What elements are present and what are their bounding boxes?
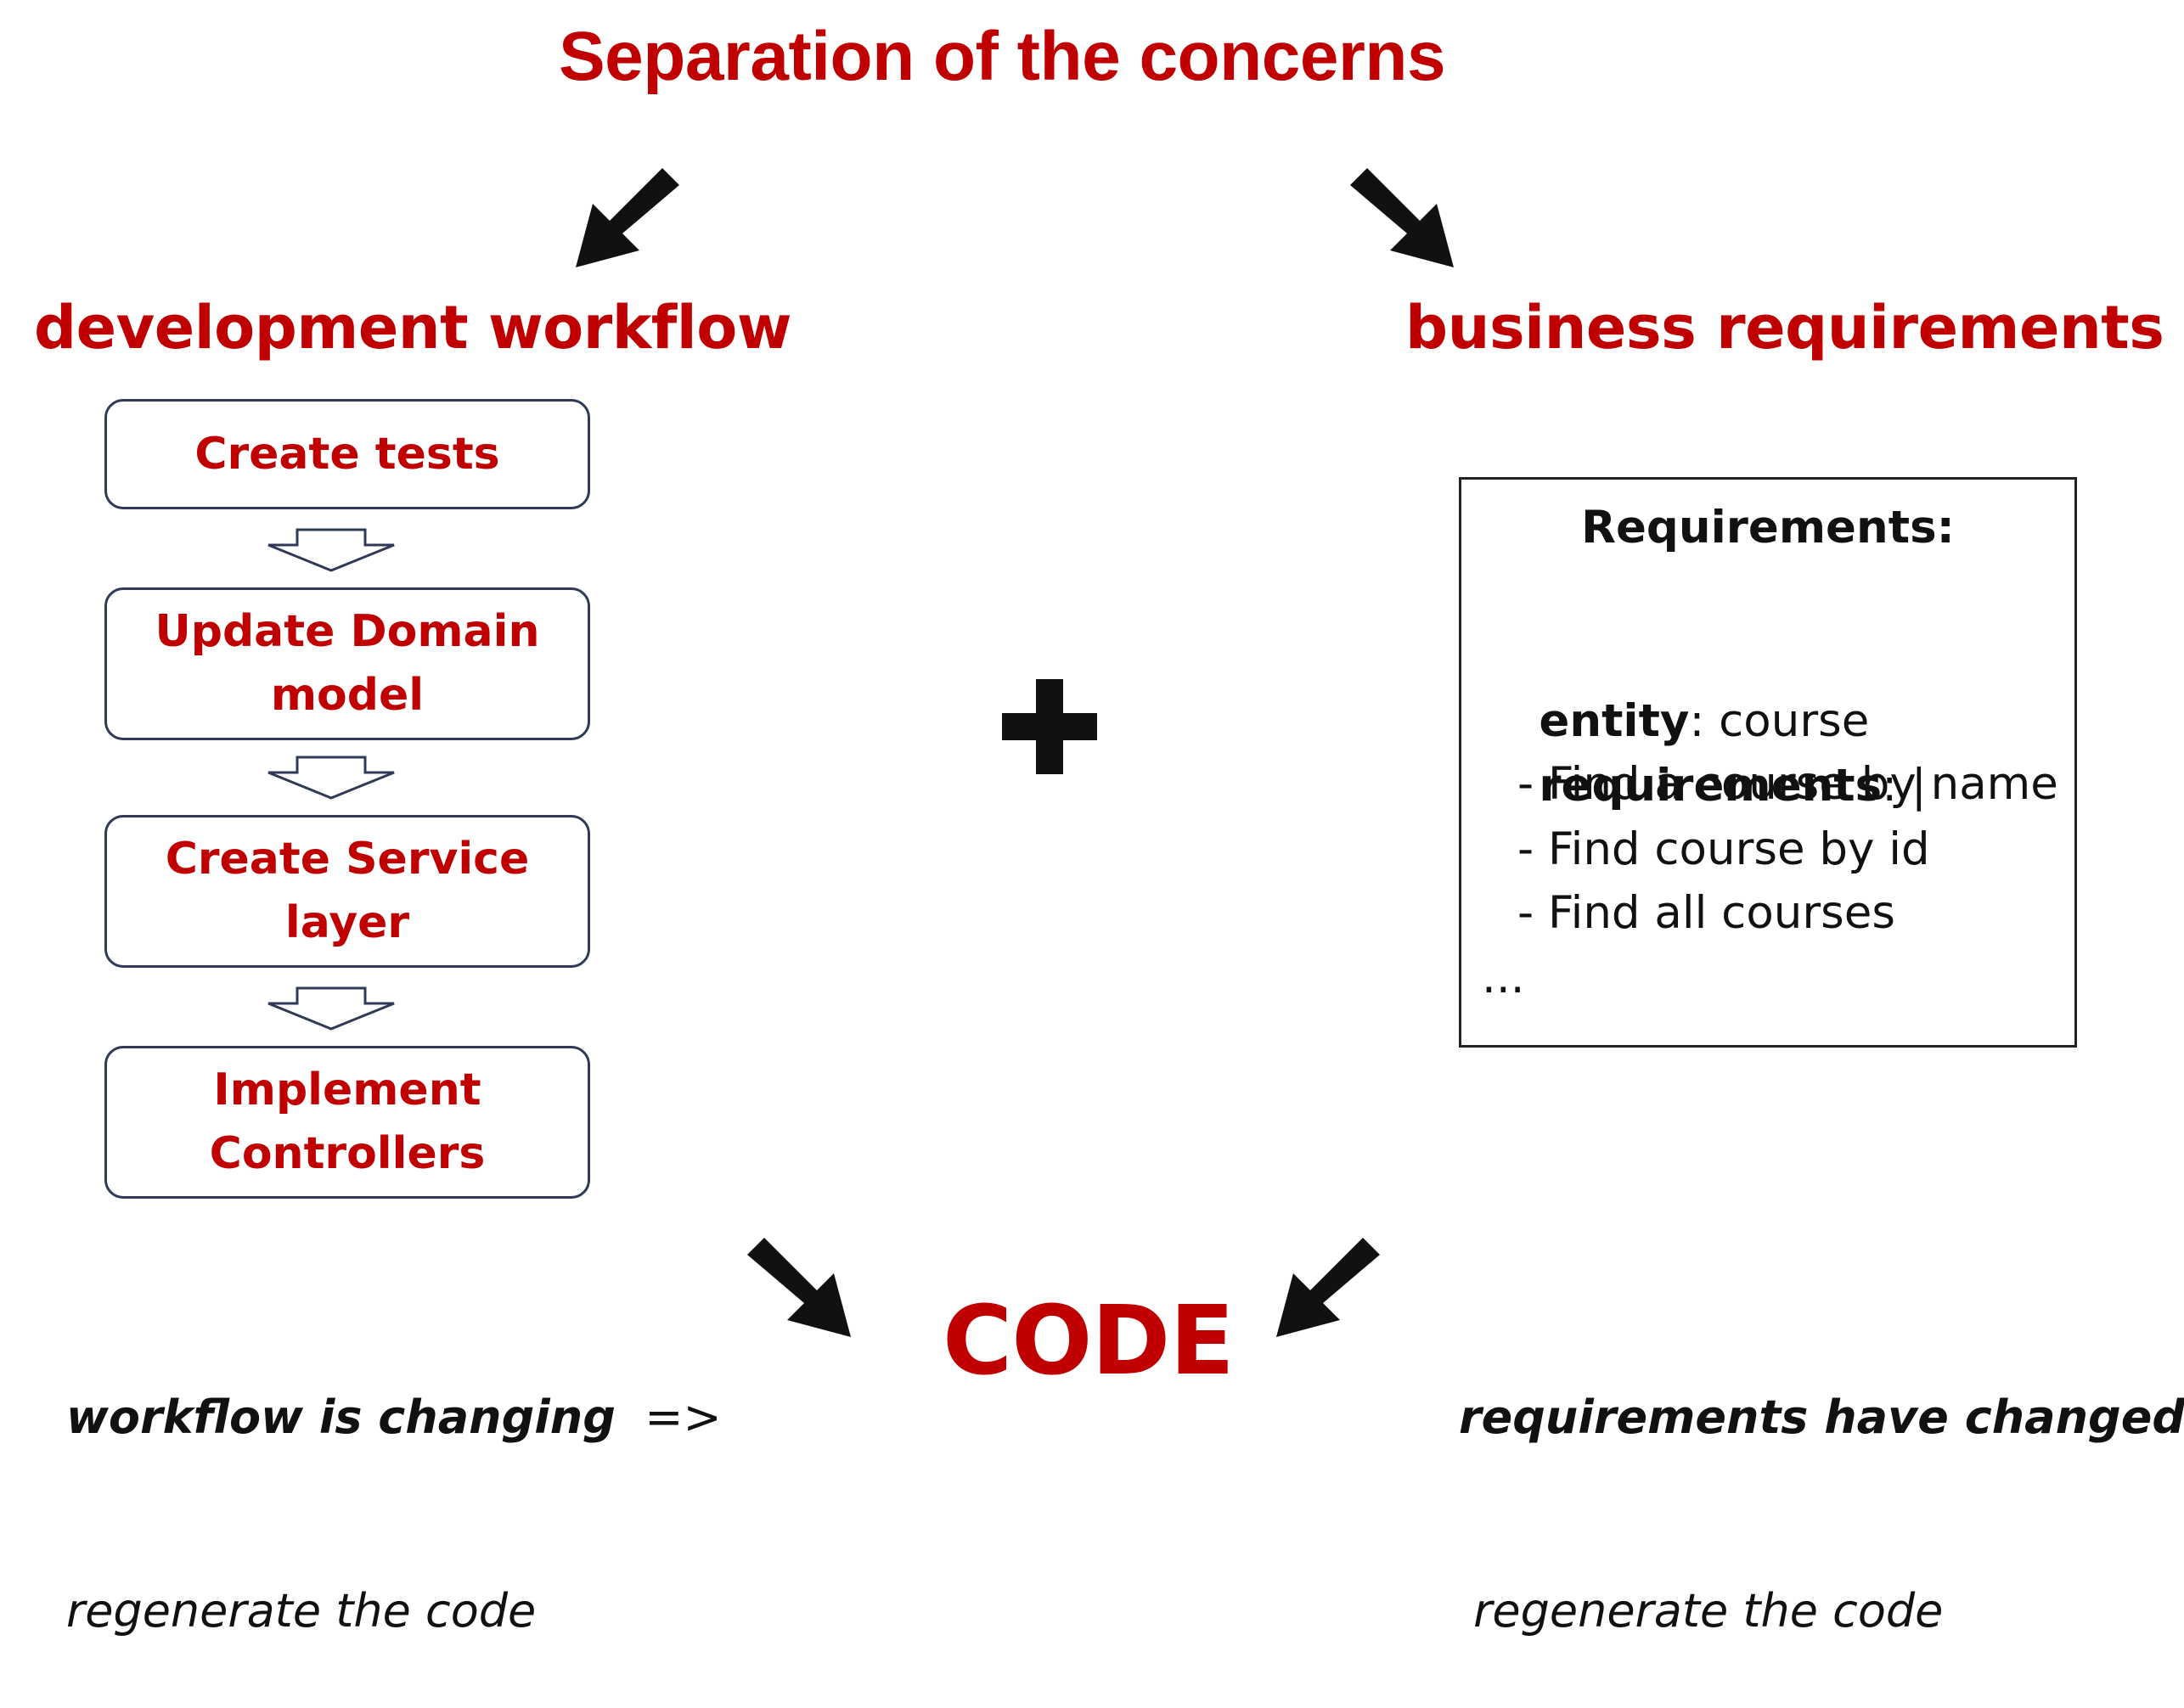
- flow-arrow-down-icon: [267, 756, 395, 800]
- step-create-service-layer: Create Service layer: [104, 815, 590, 968]
- development-workflow-heading: development workflow: [34, 293, 792, 362]
- flow-arrow-down-icon: [267, 528, 395, 572]
- entity-key: entity: [1539, 695, 1690, 747]
- requirements-change-note: requirements have changed => regenerate …: [1459, 1256, 2184, 1708]
- arrow-down-right-icon: [747, 1238, 851, 1337]
- requirement-item: - Find a course by name: [1517, 758, 2058, 810]
- requirement-item: - Find course by id: [1517, 823, 1930, 875]
- requirements-value: : |: [1882, 760, 1927, 812]
- business-requirements-heading: business requirements: [1405, 293, 2164, 362]
- requirements-ellipsis: ...: [1482, 952, 1525, 1003]
- arrow-down-left-icon: [1276, 1238, 1380, 1337]
- workflow-regenerate-text: regenerate the code: [66, 1584, 537, 1638]
- step-label: Update Domain model: [155, 606, 540, 721]
- requirements-regenerate-text: regenerate the code: [1459, 1584, 1944, 1638]
- requirements-box-title: Requirements:: [1581, 502, 1955, 553]
- requirement-item: - Find all courses: [1517, 887, 1895, 939]
- code-label: CODE: [943, 1286, 1235, 1396]
- arrow-down-right-icon: [1350, 168, 1454, 267]
- step-create-tests: Create tests: [104, 399, 590, 509]
- step-implement-controllers: Implement Controllers: [104, 1046, 590, 1199]
- step-label: Implement Controllers: [209, 1065, 486, 1179]
- step-label: Create Service layer: [165, 834, 530, 948]
- requirements-change-text: requirements have changed: [1459, 1391, 2184, 1444]
- workflow-change-text: workflow is changing: [66, 1391, 616, 1444]
- flow-arrow-down-icon: [267, 986, 395, 1031]
- requirements-line: requirements: |: [1482, 687, 1927, 885]
- requirements-key: requirements: [1539, 760, 1883, 812]
- entity-value: : course: [1689, 695, 1870, 747]
- step-update-domain-model: Update Domain model: [104, 587, 590, 740]
- diagram-title: Separation of the concerns: [558, 18, 1446, 95]
- step-label: Create tests: [194, 428, 500, 480]
- arrow-down-left-icon: [576, 168, 679, 267]
- plus-icon: [1002, 679, 1097, 774]
- entity-line: entity: course: [1482, 622, 1869, 821]
- workflow-change-arrow: =>: [615, 1391, 722, 1444]
- workflow-change-note: workflow is changing => regenerate the c…: [66, 1256, 722, 1708]
- requirements-box: Requirements: entity: course requirement…: [1459, 477, 2077, 1048]
